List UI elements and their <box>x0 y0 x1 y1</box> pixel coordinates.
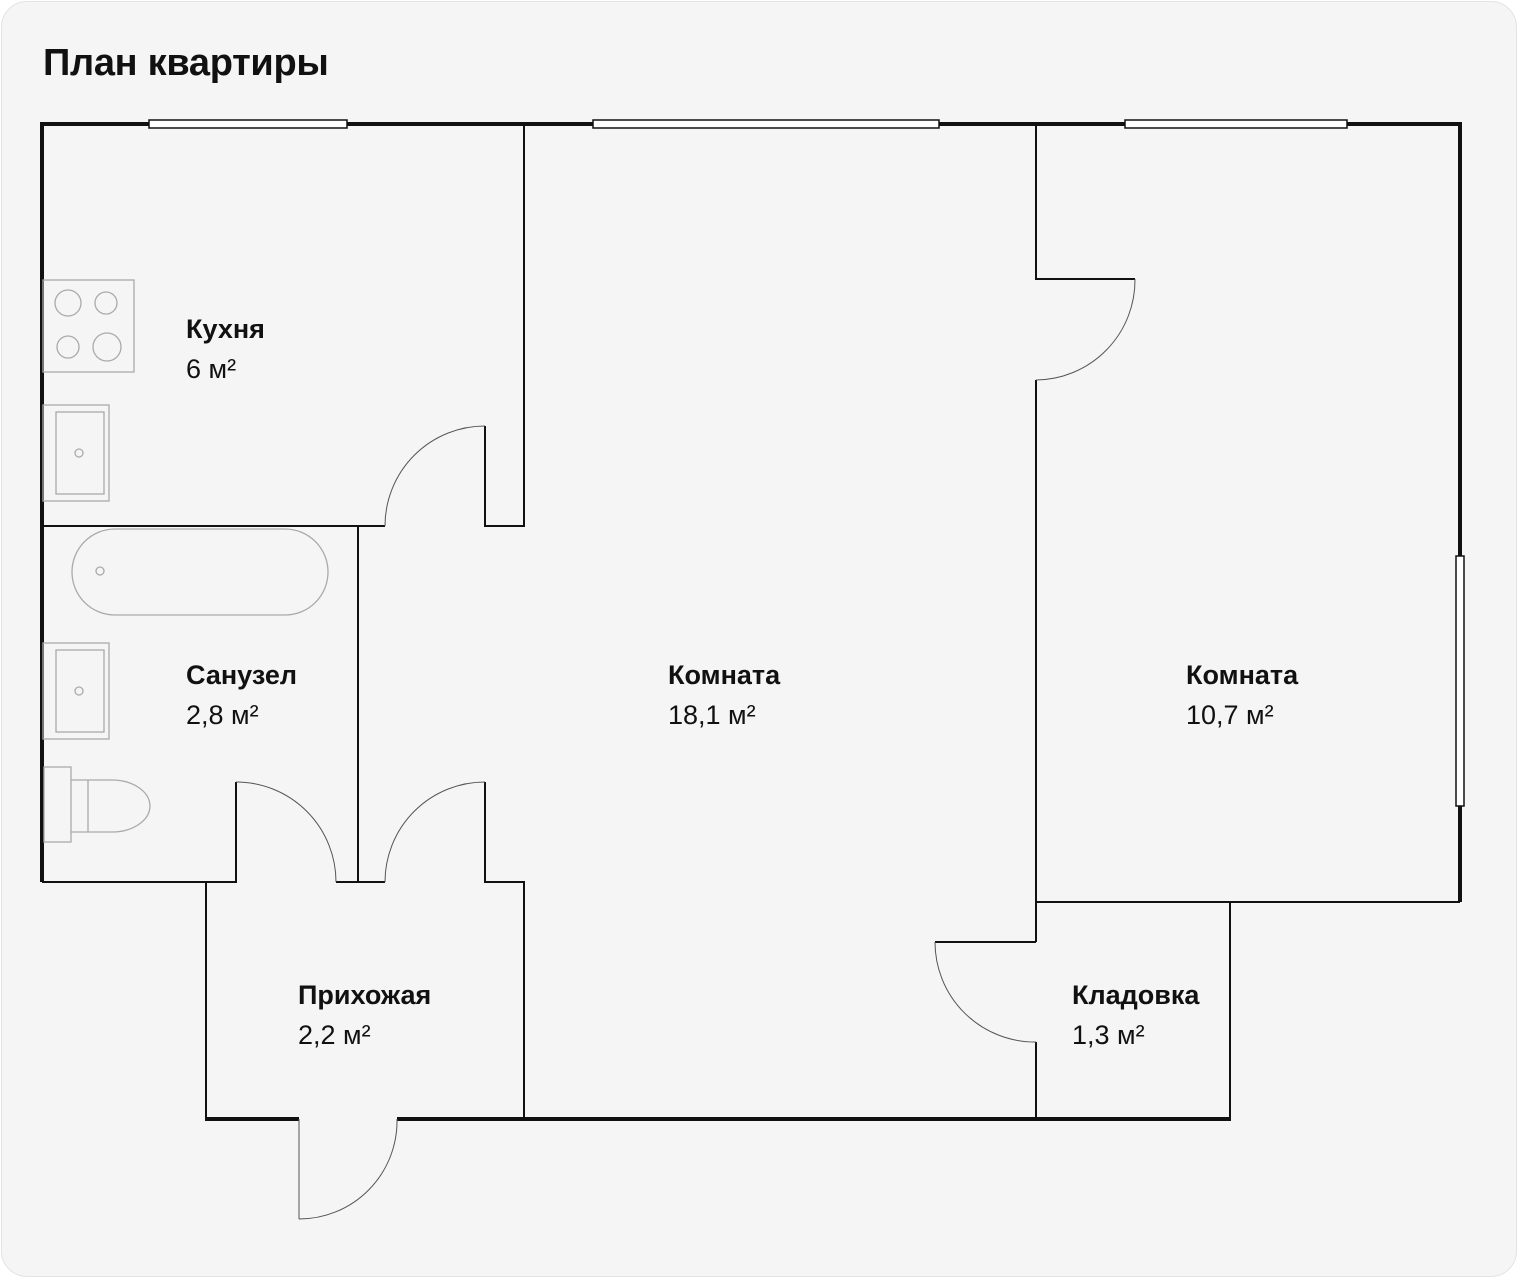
room-label-hallway: Прихожая 2,2 м² <box>298 980 431 1050</box>
inner-walls <box>42 124 1460 1119</box>
room-area: 6 м² <box>186 354 236 384</box>
door-bathroom <box>235 781 337 883</box>
room-area: 2,8 м² <box>186 700 259 730</box>
outer-walls <box>40 122 1462 1121</box>
sink-icon <box>42 404 110 502</box>
room-label-kitchen: Кухня 6 м² <box>186 314 265 384</box>
room-name: Комната <box>1186 660 1299 690</box>
room-area: 10,7 м² <box>1186 700 1274 730</box>
sink-icon <box>42 642 110 740</box>
room-area: 1,3 м² <box>1072 1020 1145 1050</box>
room-name: Кухня <box>186 314 265 344</box>
window-bedroom-side <box>1455 555 1465 807</box>
doors <box>235 278 1136 1220</box>
door-living-room <box>384 781 486 883</box>
door-storage <box>934 941 1037 1043</box>
room-label-storage: Кладовка 1,3 м² <box>1072 980 1200 1050</box>
room-name: Прихожая <box>298 980 431 1010</box>
window-bedroom-top <box>1124 119 1348 129</box>
room-area: 18,1 м² <box>668 700 756 730</box>
door-bedroom <box>1035 278 1136 381</box>
room-area: 2,2 м² <box>298 1020 371 1050</box>
stove-icon <box>42 279 135 373</box>
page-title: План квартиры <box>43 42 329 84</box>
room-label-bathroom: Санузел 2,8 м² <box>186 660 297 730</box>
toilet-icon <box>43 766 151 843</box>
door-entrance <box>298 1118 398 1220</box>
room-label-living-room: Комната 18,1 м² <box>668 660 781 730</box>
room-name: Комната <box>668 660 781 690</box>
room-label-bedroom: Комната 10,7 м² <box>1186 660 1299 730</box>
window-living-room <box>592 119 940 129</box>
room-name: Санузел <box>186 660 297 690</box>
windows <box>148 119 1465 807</box>
bathtub-icon <box>71 528 329 616</box>
window-kitchen <box>148 119 348 129</box>
door-kitchen <box>384 425 486 527</box>
room-name: Кладовка <box>1072 980 1200 1010</box>
